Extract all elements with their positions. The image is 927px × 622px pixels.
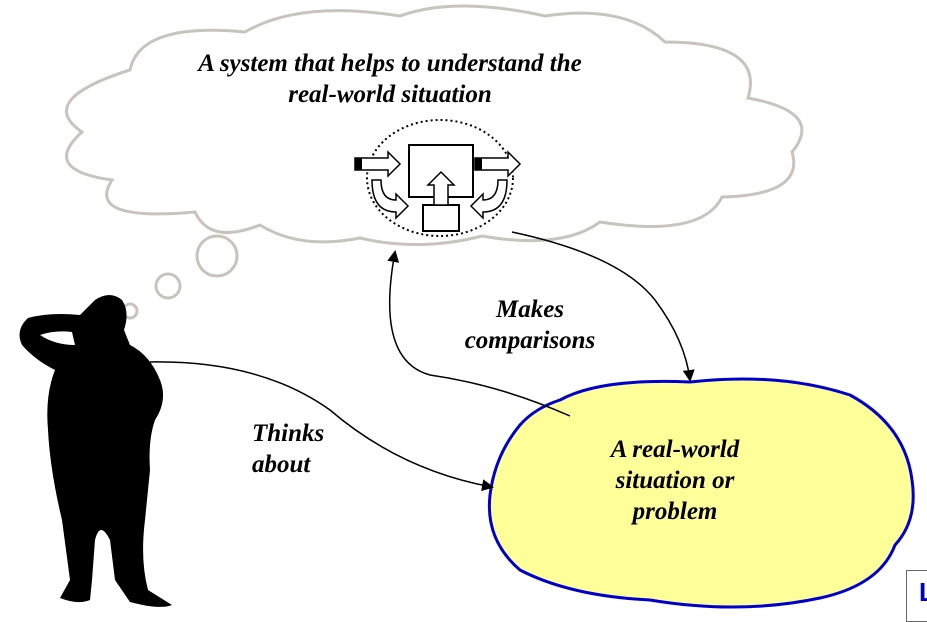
thinks-label-line2: about xyxy=(252,451,311,478)
person-silhouette xyxy=(19,295,172,607)
situation-blob xyxy=(487,377,915,609)
makes-label-line2: comparisons xyxy=(464,327,596,354)
cloud-text-line1: A system that helps to understand the xyxy=(198,50,582,77)
blob-line2: situation or xyxy=(615,467,735,494)
makes-comparisons-arrow xyxy=(387,250,571,417)
cloud-text-line2: real-world situation xyxy=(288,81,492,108)
thinks-about-label: Thinks about xyxy=(252,418,324,480)
corner-text: L xyxy=(919,577,927,607)
cloud-text: A system that helps to understand the re… xyxy=(120,48,660,110)
thinks-label-line1: Thinks xyxy=(252,420,325,447)
blob-line3: problem xyxy=(632,498,718,525)
makes-comparisons-label: Makes comparisons xyxy=(430,294,630,356)
thought-cloud xyxy=(64,4,804,246)
situation-label: A real-world situation or problem xyxy=(575,434,775,527)
makes-label-line1: Makes xyxy=(495,296,565,323)
thought-bubble-medium xyxy=(154,272,182,300)
cloud-to-situation-arrow xyxy=(511,231,695,382)
blob-line1: A real-world xyxy=(610,436,740,463)
thinks-about-arrow xyxy=(149,361,494,492)
thought-bubble-large xyxy=(195,234,239,278)
system-icon xyxy=(354,119,522,237)
corner-button[interactable]: L xyxy=(906,570,927,622)
